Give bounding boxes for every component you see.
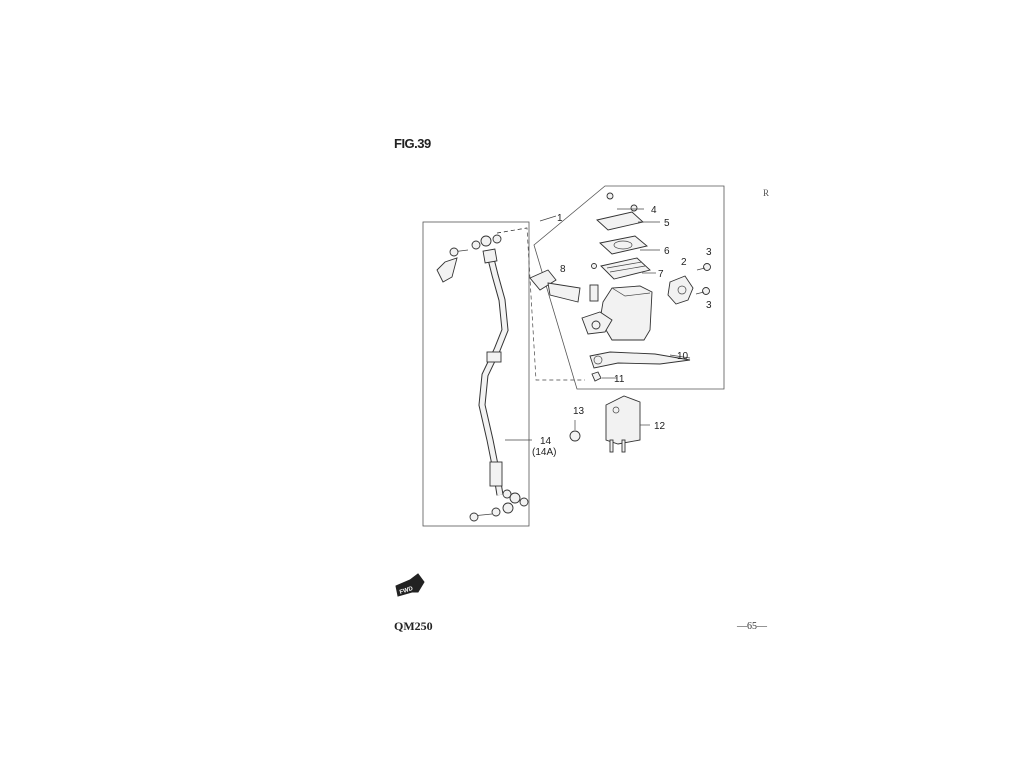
clamp-bolt-lower bbox=[702, 287, 710, 295]
callout-8: 8 bbox=[560, 264, 566, 275]
callout-7: 7 bbox=[658, 269, 664, 280]
callout-3-lower: 3 bbox=[706, 300, 712, 311]
handlebar-clamp bbox=[667, 275, 694, 305]
page-number: —65— bbox=[737, 621, 767, 632]
diaphragm bbox=[599, 235, 648, 255]
lever-nut bbox=[591, 371, 602, 382]
callout-10: 10 bbox=[677, 351, 689, 362]
connection-dashed-line bbox=[496, 227, 585, 381]
callout-13: 13 bbox=[573, 406, 585, 417]
hose-boot bbox=[436, 257, 458, 283]
clamp-bolt-upper bbox=[703, 263, 711, 271]
diaphragm-plate bbox=[600, 257, 651, 280]
callout-12: 12 bbox=[654, 421, 666, 432]
callout-2: 2 bbox=[681, 257, 687, 268]
reservoir-cap bbox=[596, 211, 644, 231]
brake-hose-frame bbox=[422, 221, 530, 527]
master-cylinder bbox=[529, 263, 653, 341]
banjo-bolt-upper bbox=[449, 247, 459, 257]
brake-hose bbox=[436, 234, 532, 522]
fwd-label: FWD bbox=[399, 586, 414, 596]
callout-6: 6 bbox=[664, 246, 670, 257]
callout-4: 4 bbox=[651, 205, 657, 216]
master-cylinder-frame bbox=[533, 185, 725, 390]
switch-screw bbox=[569, 430, 581, 442]
brake-lever bbox=[589, 351, 691, 369]
model-name: QM250 bbox=[394, 619, 433, 633]
figure-title: FIG.39 bbox=[394, 136, 431, 151]
master-cylinder-body bbox=[599, 285, 653, 341]
callout-11: 11 bbox=[614, 374, 625, 385]
callout-14: 14 bbox=[540, 436, 552, 447]
brake-light-switch bbox=[605, 395, 641, 445]
piston-pin bbox=[589, 284, 599, 302]
callout-1: 1 bbox=[557, 213, 563, 224]
callout-5: 5 bbox=[664, 218, 670, 229]
callout-14a: (14A) bbox=[532, 447, 556, 458]
banjo-bolt-lower bbox=[469, 512, 479, 522]
edge-mark: R bbox=[763, 188, 770, 198]
fwd-arrow-icon: FWD bbox=[395, 573, 425, 597]
piston-kit bbox=[529, 269, 557, 291]
screw-top bbox=[606, 192, 614, 200]
callout-3-upper: 3 bbox=[706, 247, 712, 258]
